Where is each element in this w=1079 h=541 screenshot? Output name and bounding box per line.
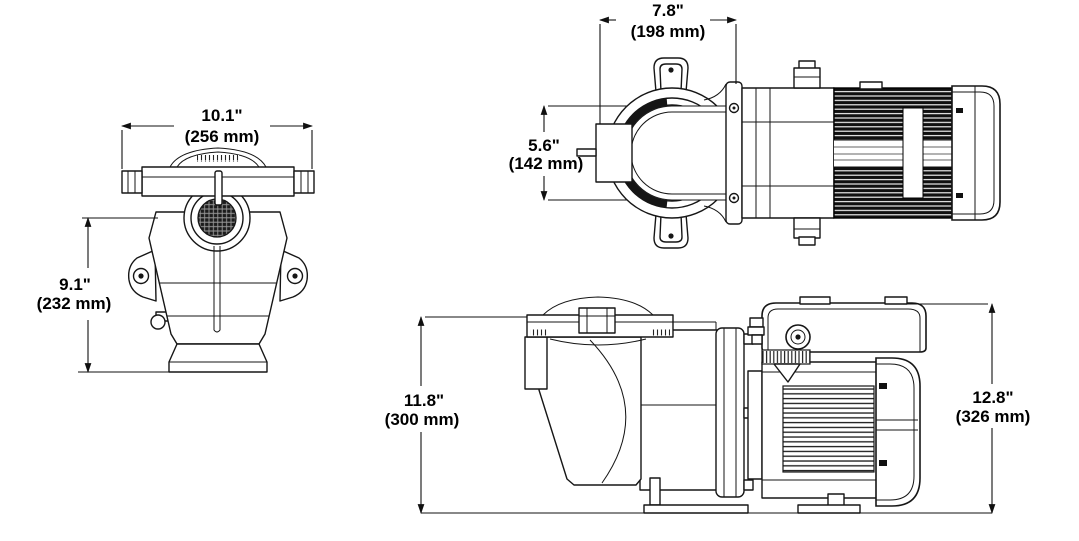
side-clamp-band [761, 349, 811, 365]
front-view [121, 147, 315, 373]
side-motor-end-cap [875, 357, 921, 507]
top-motor-bracket [741, 87, 835, 219]
side-conduit [749, 317, 764, 328]
top-motor-nameplate [902, 107, 924, 199]
side-motor-fins [782, 385, 875, 473]
side-volute [639, 329, 719, 491]
dim-front-width-inches: 10.1" [201, 106, 242, 125]
dimension-top-width: 7.8" (198 mm) [599, 1, 737, 124]
dim-front-width-mm: (256 mm) [185, 127, 260, 146]
front-drain-knob [150, 314, 166, 330]
front-right-pipe-stub [293, 170, 315, 194]
top-bolt-bottom [793, 217, 821, 239]
dim-top-width-inches: 7.8" [652, 1, 684, 20]
front-base [168, 343, 268, 373]
dim-top-port-mm: (142 mm) [509, 154, 584, 173]
top-inlet-block [595, 123, 633, 183]
side-clamp-screw [773, 363, 801, 383]
dim-front-height-mm: (232 mm) [37, 294, 112, 313]
dim-side-overall-height-mm: (326 mm) [956, 407, 1031, 426]
dimension-side-overall-height: 12.8" (326 mm) [903, 303, 1031, 514]
side-inlet-port [524, 336, 548, 390]
side-drive-unit [761, 302, 927, 353]
top-motor-end-cap [951, 85, 1001, 221]
dim-top-width-mm: (198 mm) [631, 22, 706, 41]
side-front-foot [649, 477, 661, 506]
front-lid-pin [214, 170, 223, 206]
dim-front-height-inches: 9.1" [59, 275, 91, 294]
dim-side-lid-height-inches: 11.8" [404, 391, 444, 410]
side-view [524, 296, 927, 514]
dim-side-lid-height-mm: (300 mm) [385, 410, 460, 429]
front-left-pipe-stub [121, 170, 143, 194]
side-seal-plate [715, 327, 745, 498]
dim-top-port-inches: 5.6" [528, 136, 560, 155]
dim-side-overall-height-inches: 12.8" [972, 388, 1013, 407]
dimension-front-width: 10.1" (256 mm) [121, 106, 313, 169]
front-centre-rib [213, 246, 221, 333]
dimension-top-port: 5.6" (142 mm) [509, 105, 584, 201]
front-lid-dome [169, 147, 267, 168]
dimension-side-lid-height: 11.8" (300 mm) [385, 316, 992, 514]
side-adapter-plate [747, 370, 763, 480]
side-lid-dome [542, 296, 654, 316]
top-view [548, 57, 1001, 249]
top-inlet-pin [576, 148, 597, 157]
side-lid-knob [578, 307, 616, 334]
dimension-front-height: 9.1" (232 mm) [37, 217, 169, 373]
side-pot-body [538, 336, 642, 486]
front-lid-knurl [197, 155, 239, 162]
